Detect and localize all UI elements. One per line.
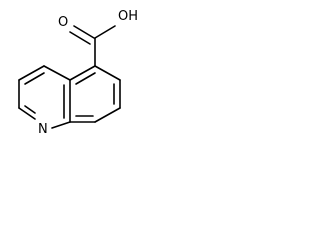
- atom-label-o: O: [58, 15, 68, 30]
- bond-ccooh-oh: [94, 25, 116, 39]
- bond-c6-c7: [94, 65, 121, 81]
- atom-label-n: N: [38, 122, 48, 137]
- bond-n-c4: [51, 121, 71, 129]
- bond-c5-c6-double: [75, 72, 96, 85]
- atom-label-oh: OH: [118, 9, 138, 24]
- bond-c3-n: [18, 107, 36, 120]
- bond-c1-c2-double: [24, 72, 45, 85]
- bond-c5-c1: [43, 65, 71, 81]
- bond-c3-n-double: [24, 105, 36, 114]
- bond-c8-c9: [94, 107, 121, 123]
- bond-c1-c2: [18, 65, 45, 81]
- bond-c5-c6: [69, 65, 96, 81]
- bond-ccooh-o-1: [73, 25, 95, 39]
- bond-ccooh-o-2: [69, 31, 91, 45]
- isoquinoline-carboxylic-acid-structure: N OH O: [18, 9, 138, 137]
